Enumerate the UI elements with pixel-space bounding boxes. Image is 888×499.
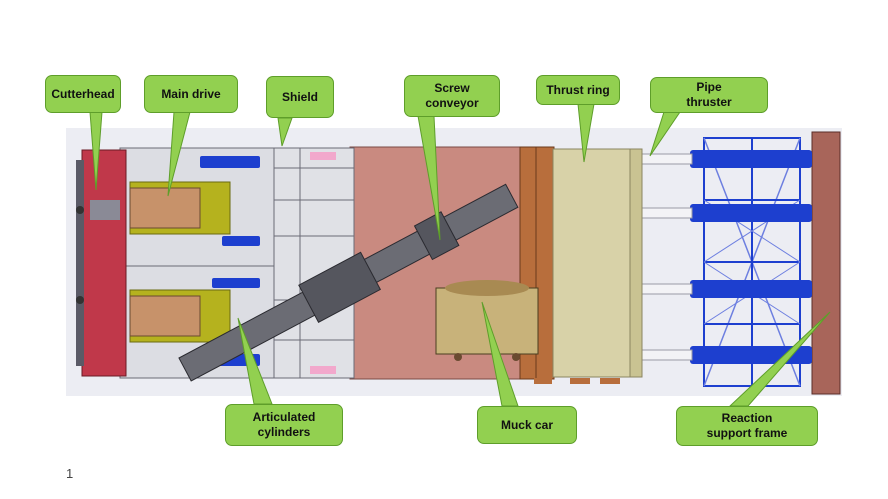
label-main-drive: Main drive: [161, 86, 221, 101]
callout-screw-conveyor: Screw conveyor: [404, 75, 500, 117]
label-muck-car: Muck car: [500, 417, 554, 432]
label-cutterhead: Cutterhead: [51, 86, 115, 101]
callout-thrust-ring: Thrust ring: [536, 75, 620, 105]
pipe-thruster-rods: [639, 153, 693, 361]
thrust-ring-body: [552, 148, 642, 378]
label-shield: Shield: [281, 89, 318, 104]
page-number: 1: [66, 466, 74, 481]
callout-articulated-cylinders: Articulated cylinders: [225, 404, 343, 446]
label-screw-conveyor: Screw conveyor: [425, 81, 479, 110]
callout-cutterhead: Cutterhead: [45, 75, 121, 113]
label-thrust-ring: Thrust ring: [546, 82, 610, 97]
screw-conveyor: [178, 183, 519, 382]
label-articulated-cylinders: Articulated cylinders: [252, 410, 316, 439]
callout-main-drive: Main drive: [144, 75, 238, 113]
reaction-support-frame: [690, 131, 841, 395]
callout-shield: Shield: [266, 76, 334, 118]
label-reaction-support-frame: Reaction support frame: [706, 411, 788, 440]
label-pipe-thruster: Pipe thruster: [686, 80, 732, 109]
callout-muck-car: Muck car: [477, 406, 577, 444]
callout-reaction-support-frame: Reaction support frame: [676, 406, 818, 446]
cutterhead: [76, 149, 127, 377]
callout-pipe-thruster: Pipe thruster: [650, 77, 768, 113]
